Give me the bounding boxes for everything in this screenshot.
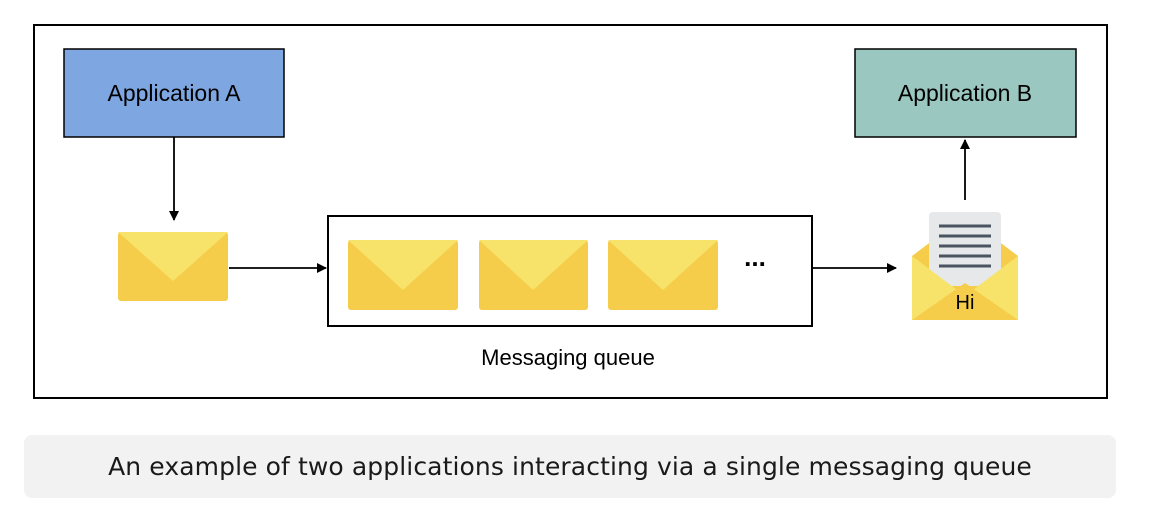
queue-ellipsis: ... — [744, 242, 766, 272]
caption-box: An example of two applications interacti… — [24, 435, 1116, 498]
caption-text: An example of two applications interacti… — [108, 452, 1032, 481]
queued-envelope-3-icon — [608, 240, 718, 310]
messaging-queue-label: Messaging queue — [481, 345, 655, 370]
letter-icon — [929, 212, 1001, 286]
application-a-box: Application A — [63, 48, 285, 138]
queued-envelope-2-icon — [479, 240, 588, 310]
received-envelope-icon: Hi — [912, 212, 1018, 320]
queued-envelope-1-icon — [348, 240, 458, 310]
application-b-label: Application B — [898, 80, 1032, 106]
messaging-diagram: Application A Application B ... Messagin… — [33, 24, 1108, 399]
received-message-text: Hi — [956, 292, 975, 314]
application-a-label: Application A — [108, 80, 242, 106]
outgoing-envelope-icon — [118, 232, 228, 301]
application-b-box: Application B — [854, 48, 1077, 138]
